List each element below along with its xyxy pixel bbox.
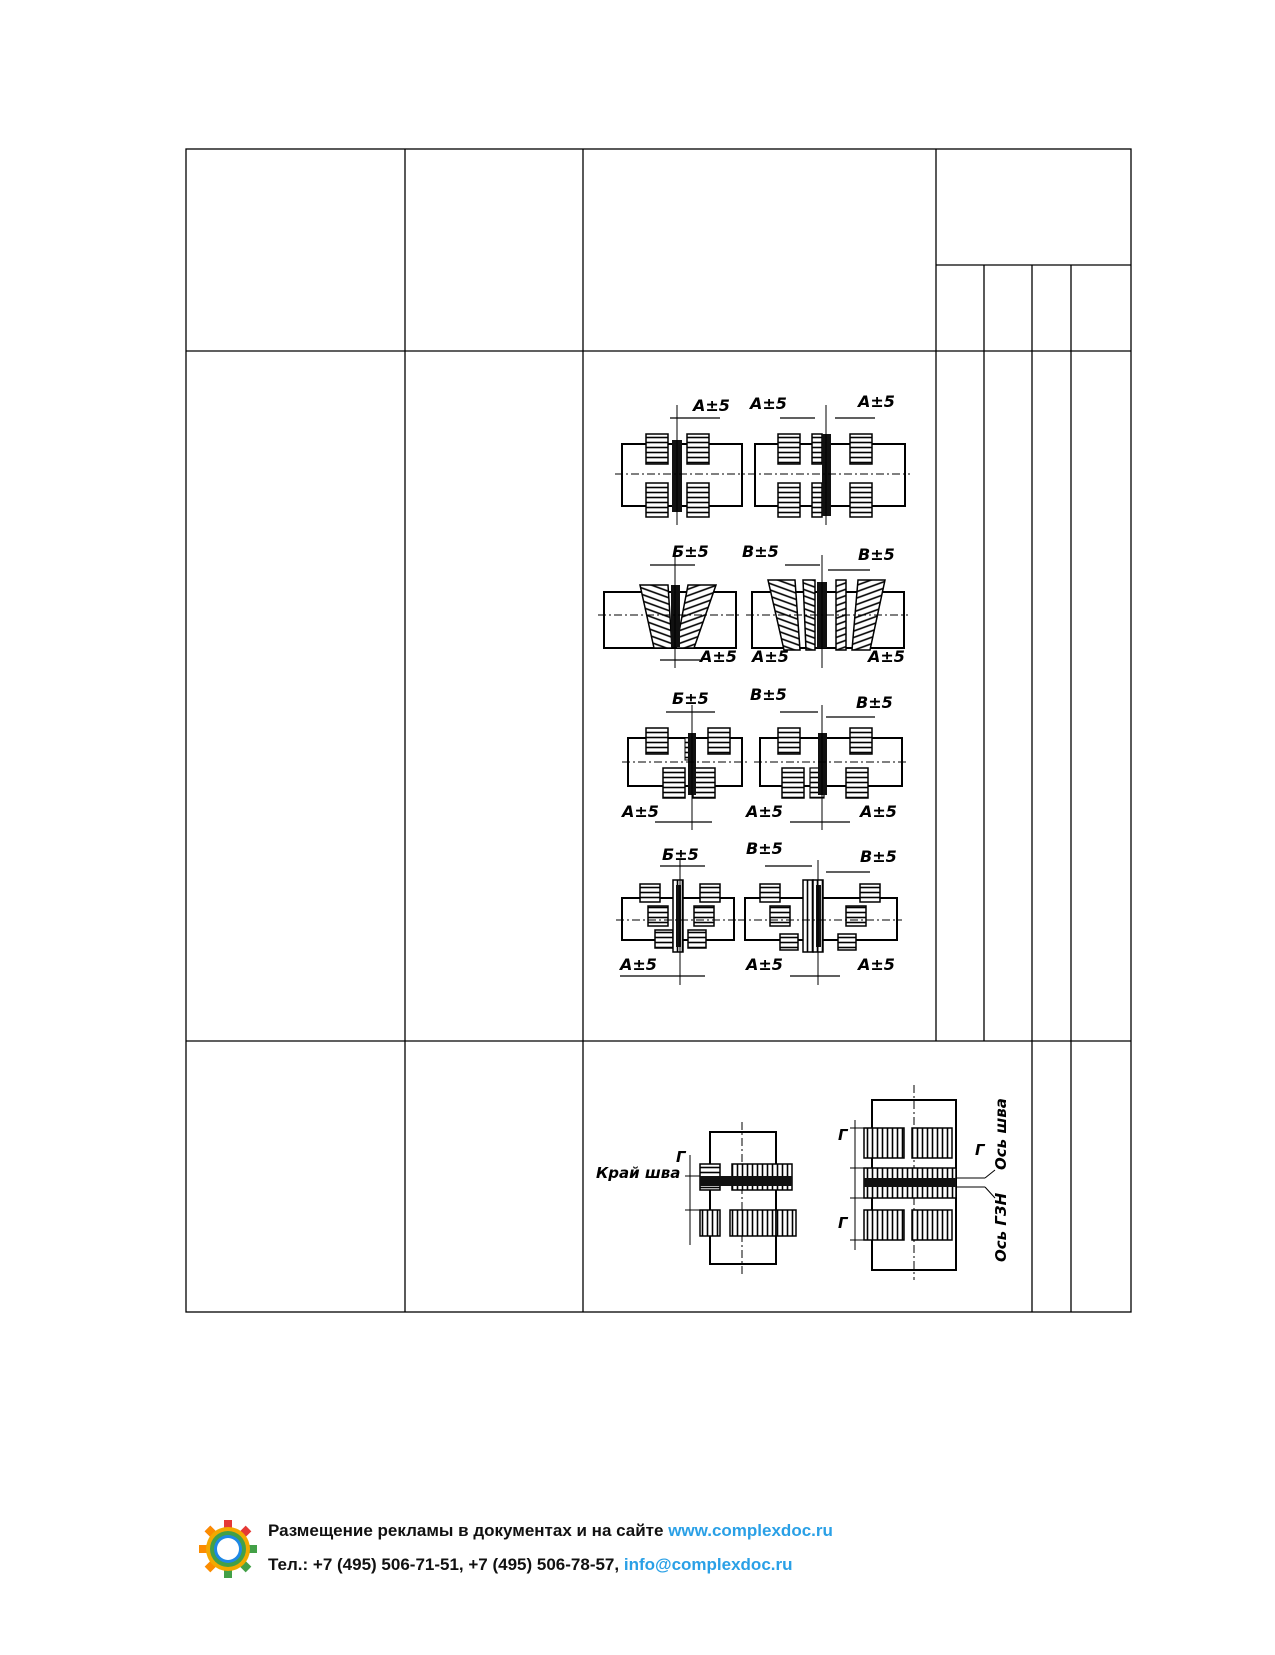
website-link[interactable]: www.complexdoc.ru: [668, 1521, 833, 1540]
seam-axis-label: Ось шва: [992, 1098, 1010, 1170]
dim-b5-3: Б±5: [662, 845, 699, 864]
dim-v5-6: В±5: [860, 847, 897, 866]
g-label-3: Г: [838, 1214, 849, 1232]
dim-v5-4: В±5: [856, 693, 893, 712]
drawing-group-row1: А±5 А±5 А±5: [598, 380, 925, 995]
dim-a5-3: А±5: [856, 392, 895, 411]
dim-a5-5: А±5: [750, 647, 789, 666]
dim-a5-11: А±5: [744, 955, 783, 974]
dim-a5-9: А±5: [858, 802, 897, 821]
figure-2: А±5 А±5: [748, 392, 910, 525]
g-label-1: Г: [676, 1148, 687, 1166]
footer-ad: Размещение рекламы в документах и на сай…: [198, 1515, 898, 1585]
figure-9: Край шва Г: [596, 1122, 797, 1275]
dim-a5-10: А±5: [618, 955, 657, 974]
figure-5: Б±5 А±5: [620, 689, 748, 830]
dim-a5-1: А±5: [691, 396, 730, 415]
dim-v5-2: В±5: [858, 545, 895, 564]
dim-a5-12: А±5: [856, 955, 895, 974]
email-link[interactable]: info@complexdoc.ru: [623, 1555, 793, 1574]
gzn-axis-label: Ось ГЗН: [992, 1192, 1010, 1262]
gear-circle-logo-icon: [199, 1520, 257, 1578]
dim-v5-5: В±5: [746, 839, 783, 858]
footer-phone-text: Тел.: +7 (495) 506-71-51, +7 (495) 506-7…: [268, 1555, 624, 1574]
dim-a5-6: А±5: [866, 647, 905, 666]
footer-ad-text: Размещение рекламы в документах и на сай…: [268, 1521, 669, 1540]
figure-8: В±5 В±5 А±5 А±5: [738, 839, 902, 985]
dim-b5-2: Б±5: [672, 689, 709, 708]
dim-v5-1: В±5: [742, 542, 779, 561]
edge-label: Край шва: [596, 1164, 680, 1182]
figure-1: А±5: [615, 396, 745, 525]
figure-7: Б±5 А±5: [616, 845, 740, 985]
dim-a5-8: А±5: [744, 802, 783, 821]
table-frame: [185, 148, 1132, 1313]
dim-a5-7: А±5: [620, 802, 659, 821]
drawing-group-row2: Край шва Г Г Г Г Ось шва Ось Г: [596, 1085, 1010, 1280]
figure-4: В±5 В±5 А±5 А±5: [742, 542, 908, 668]
g-label-2: Г: [838, 1126, 849, 1144]
footer-line-2: Тел.: +7 (495) 506-71-51, +7 (495) 506-7…: [268, 1555, 793, 1575]
footer-line-1: Размещение рекламы в документах и на сай…: [268, 1521, 833, 1541]
figure-10: Г Г Г Ось шва Ось ГЗН: [838, 1085, 1010, 1280]
dim-a5-2: А±5: [748, 394, 787, 413]
figure-3: Б±5 А±5: [598, 542, 740, 668]
dim-a5-4: А±5: [698, 647, 737, 666]
dim-b5-1: Б±5: [672, 542, 709, 561]
dim-v5-3: В±5: [750, 685, 787, 704]
g-label-4: Г: [975, 1141, 986, 1159]
figure-6: В±5 В±5 А±5 А±5: [744, 685, 906, 830]
